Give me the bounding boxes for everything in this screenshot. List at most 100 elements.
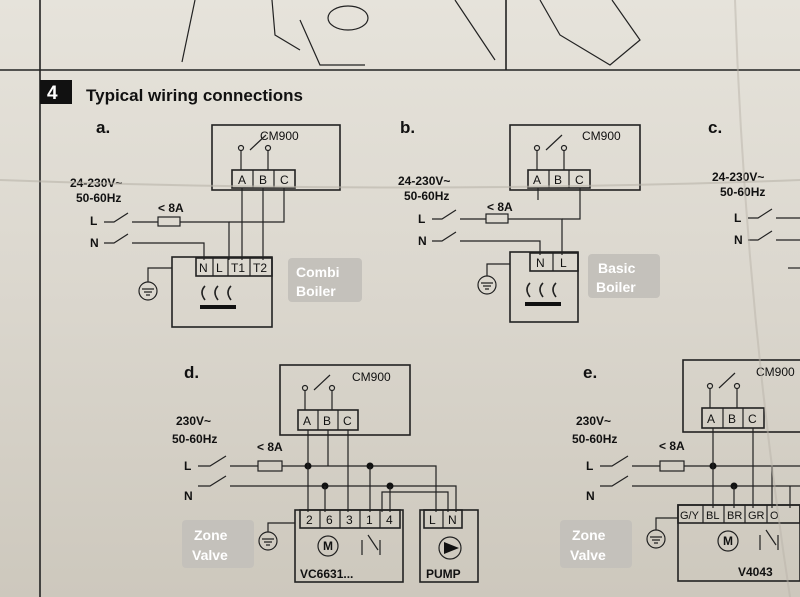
diagram-e-live-label: L: [586, 459, 593, 473]
diagram-b-letter: b.: [400, 118, 415, 137]
diagram-d-neutral-label: N: [184, 489, 193, 503]
diagram-a-fuse: [157, 216, 181, 227]
diagram-b-controller-box: [509, 124, 641, 191]
section-number-badge: [40, 80, 72, 104]
diagram-e-supply: 230V~: [576, 414, 611, 428]
diagram-a-boiler: [171, 256, 273, 328]
diagram-e-fuse: [659, 460, 685, 472]
diagram-d-terminal-b: B: [323, 414, 331, 428]
section-number: 4: [47, 83, 58, 104]
diagram-d-valve-terminal-1: 1: [366, 513, 373, 527]
diagram-e-device-label-1: Zone: [572, 527, 606, 543]
diagram-d-earth-icon: [258, 531, 278, 551]
diagram-c-frequency: 50-60Hz: [720, 185, 765, 199]
diagram-b-device-label-1: Basic: [598, 260, 636, 276]
diagram-d-supply: 230V~: [176, 414, 211, 428]
diagram-d-pump-label: PUMP: [426, 567, 461, 581]
diagram-d-controller-box: [279, 364, 411, 436]
diagram-b-burner-bar: [525, 302, 561, 306]
diagram-e-terminal-block: [701, 407, 765, 429]
diagram-a-boiler-terminal-l: L: [216, 261, 223, 275]
diagram-a-boiler-terminal-t2: T2: [253, 261, 267, 275]
diagram-a-controller-box: [211, 124, 341, 191]
diagram-d-letter: d.: [184, 363, 199, 382]
diagram-a-neutral-label: N: [90, 236, 99, 250]
diagram-a-boiler-terminals: [195, 257, 273, 277]
diagram-e-terminal-a: A: [707, 412, 715, 426]
diagram-d-device-label-1: Zone: [194, 527, 228, 543]
diagram-e-neutral-label: N: [586, 489, 595, 503]
diagram-b-frequency: 50-60Hz: [404, 189, 449, 203]
diagram-b-earth-icon: [477, 275, 497, 295]
diagram-e-frequency: 50-60Hz: [572, 432, 617, 446]
diagram-e-valve-terminal-br: BR: [727, 510, 742, 522]
diagram-e-controller-box: [682, 359, 800, 433]
diagram-e-valve-terminal-bl: BL: [706, 510, 719, 522]
diagram-d-valve-terminals: [299, 509, 401, 529]
diagram-e-valve-terminal-o: O: [770, 510, 779, 522]
diagram-b-boiler-terminal-l: L: [560, 256, 567, 270]
diagram-b-fuse-rating: < 8A: [487, 200, 513, 214]
diagram-d-device-tag: [182, 520, 254, 568]
diagram-d-valve-model: VC6631...: [300, 567, 353, 581]
diagram-a-earth-icon: [138, 281, 158, 301]
diagram-b-boiler-terminals: [529, 252, 579, 272]
diagram-b-terminal-b: B: [554, 173, 562, 187]
diagram-d-terminal-a: A: [303, 414, 311, 428]
diagram-b-boiler-terminal-n: N: [536, 256, 545, 270]
diagram-a-flame-icon: [201, 285, 232, 301]
diagram-d: d. CM900 A B C 230V~ 50-60Hz < 8A L N 2 …: [172, 363, 479, 583]
diagram-a-boiler-terminal-n: N: [199, 261, 208, 275]
diagram-b-device-label-2: Boiler: [596, 279, 636, 295]
diagram-d-fuse: [257, 460, 283, 472]
paper-fold-horizontal: [0, 179, 800, 189]
diagram-e-device-tag: [560, 520, 632, 568]
diagram-b-fuse: [485, 213, 509, 224]
diagram-e-motor-label: M: [723, 534, 733, 548]
diagram-b-device-tag: [588, 254, 660, 298]
diagram-d-live-label: L: [184, 459, 191, 473]
diagram-e-terminal-b: B: [728, 412, 736, 426]
diagram-d-pump-icon: [438, 536, 462, 560]
diagram-d-valve-terminal-2: 2: [306, 513, 313, 527]
diagram-c-letter: c.: [708, 118, 722, 137]
diagram-d-pump-terminal-l: L: [429, 513, 436, 527]
diagram-c-supply: 24-230V~: [712, 170, 764, 184]
diagram-d-motor-label: M: [323, 539, 333, 553]
diagram-b-terminal-a: A: [533, 173, 541, 187]
diagram-d-motor-icon: [317, 535, 339, 557]
diagram-a: a. CM900 A B C 24-230V~ 50-60Hz < 8A L N…: [70, 118, 362, 328]
diagram-e-letter: e.: [583, 363, 597, 382]
diagram-e-valve-model: V4043: [738, 565, 773, 579]
diagram-d-fuse-rating: < 8A: [257, 440, 283, 454]
diagram-b-terminal-c: C: [575, 173, 584, 187]
diagram-a-device-label-1: Combi: [296, 264, 340, 280]
diagram-e-valve-terminal-gy: G/Y: [680, 510, 700, 522]
diagram-b-boiler: [509, 251, 579, 323]
diagram-a-controller-label: CM900: [260, 129, 299, 143]
diagram-b-terminal-block: [527, 169, 591, 189]
diagram-e: e. CM900 A B C 230V~ 50-60Hz < 8A L N G/…: [560, 359, 800, 582]
diagram-d-valve-terminal-6: 6: [326, 513, 333, 527]
diagram-b-neutral-label: N: [418, 234, 427, 248]
diagram-d-frequency: 50-60Hz: [172, 432, 217, 446]
diagram-d-valve-terminal-4: 4: [386, 513, 393, 527]
diagram-e-earth-icon: [646, 529, 666, 549]
diagram-e-motor-icon: [717, 530, 739, 552]
diagram-c-live-label: L: [734, 211, 741, 225]
diagram-e-fuse-rating: < 8A: [659, 439, 685, 453]
diagram-b-flame-icon: [526, 282, 557, 298]
diagram-d-pump-terminal-n: N: [448, 513, 457, 527]
diagram-a-device-label-2: Boiler: [296, 283, 336, 299]
diagram-c: c. 24-230V~ 50-60Hz L N: [708, 118, 800, 269]
diagram-b-live-label: L: [418, 212, 425, 226]
diagram-a-live-label: L: [90, 214, 97, 228]
diagram-a-terminal-b: B: [259, 173, 267, 187]
diagram-b-supply: 24-230V~: [398, 174, 450, 188]
diagram-e-terminal-c: C: [748, 412, 757, 426]
diagram-a-letter: a.: [96, 118, 110, 137]
diagram-e-controller-label: CM900: [756, 365, 795, 379]
diagram-a-burner-bar: [200, 305, 236, 309]
